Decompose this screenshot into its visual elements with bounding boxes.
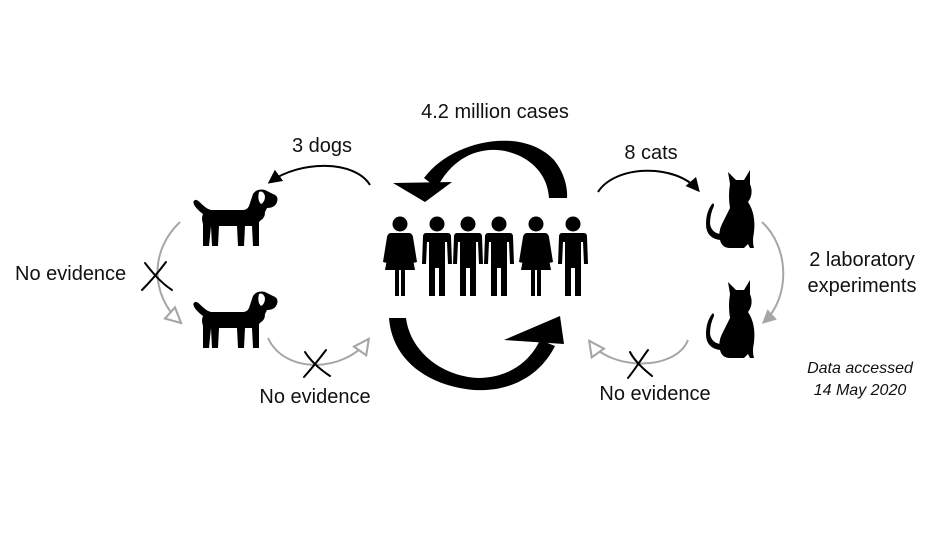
cats-label: 8 cats	[624, 142, 678, 164]
cat-icon-bottom	[706, 280, 755, 358]
dog-icon-top	[193, 189, 278, 246]
people-group-icon	[383, 216, 588, 296]
no-evidence-cat-to-human-label: No evidence	[599, 383, 711, 405]
dog-to-dog-arrow	[156, 221, 181, 322]
dogs-label: 3 dogs	[291, 135, 353, 157]
cross-icon-left	[141, 261, 173, 291]
cross-icon-bottom-left	[303, 349, 331, 378]
cats-infection-arrow	[597, 169, 700, 193]
data-accessed-line2: 14 May 2020	[813, 382, 907, 399]
lab-experiments-line1: 2 laboratory	[809, 249, 915, 271]
cat-to-cat-arrow	[761, 221, 785, 324]
lab-experiments-label: 2 laboratory experiments	[808, 247, 917, 299]
cat-to-human-arrow	[590, 340, 689, 365]
no-evidence-dog-to-human-label: No evidence	[259, 386, 371, 408]
human-cases-label: 4.2 million cases	[421, 101, 569, 123]
human-transmission-top-arrow	[393, 140, 568, 202]
dogs-infection-arrow	[267, 164, 371, 186]
no-evidence-dog-to-dog-label: No evidence	[15, 263, 127, 285]
cross-icon-bottom-right	[627, 349, 653, 379]
lab-experiments-line2: experiments	[807, 275, 917, 297]
data-accessed-line1: Data accessed	[807, 360, 913, 377]
cat-icon-top	[706, 170, 755, 248]
human-transmission-bottom-arrow	[389, 316, 564, 391]
data-accessed-note: Data accessed 14 May 2020	[807, 358, 913, 402]
dog-icon-bottom	[193, 291, 278, 348]
